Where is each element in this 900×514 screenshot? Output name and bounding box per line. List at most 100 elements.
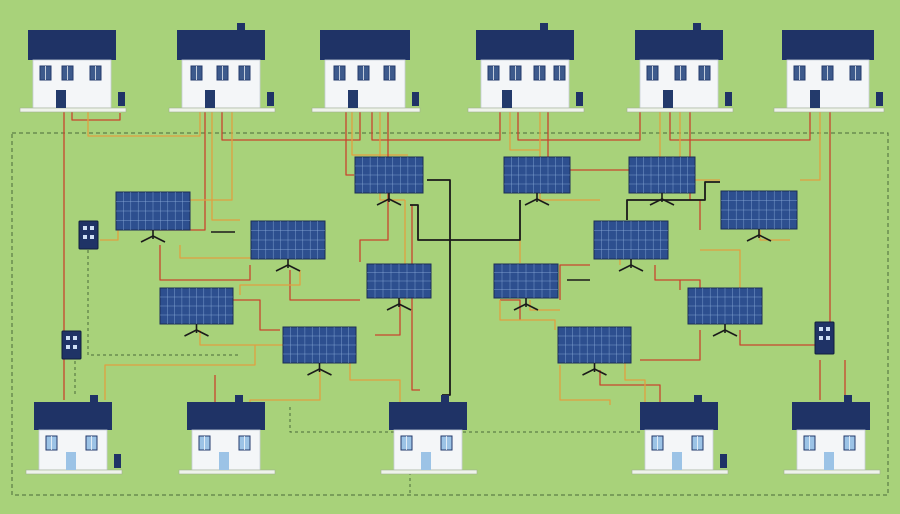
chimney (540, 23, 548, 32)
panel-stand-leg (594, 368, 607, 376)
panel-stand-leg (152, 235, 166, 243)
box-led (90, 226, 94, 230)
wire (375, 300, 401, 336)
solar-array-7 (593, 220, 669, 272)
chimney (235, 395, 243, 404)
wire (87, 250, 240, 356)
wire (759, 230, 790, 241)
roof (28, 30, 116, 60)
roof (187, 402, 265, 430)
roof (782, 30, 874, 60)
wire (517, 112, 641, 141)
wire (211, 112, 240, 221)
wire (559, 264, 590, 300)
house-meter (576, 92, 583, 106)
roof (640, 402, 718, 430)
ground-strip (783, 469, 881, 475)
ground-strip (19, 107, 127, 113)
roof (34, 402, 112, 430)
solar-array-12 (282, 326, 357, 376)
panel-stand-leg (661, 198, 675, 206)
roof (389, 402, 467, 430)
roof (476, 30, 574, 60)
chimney (693, 23, 701, 32)
wire (289, 407, 640, 433)
house-top-4 (467, 23, 585, 113)
panel-stand-leg (287, 264, 301, 272)
house-meter (720, 454, 727, 468)
panel-stand-leg (196, 329, 209, 337)
panel-stand-leg (398, 303, 412, 311)
box-body (61, 330, 82, 360)
house-meter (118, 92, 125, 106)
wire (71, 112, 121, 121)
door (219, 452, 229, 470)
roof (792, 402, 870, 430)
wire (199, 330, 290, 346)
box-body (78, 220, 99, 250)
chimney (441, 395, 449, 404)
wire (159, 245, 251, 281)
wire (509, 112, 540, 151)
house-top-6 (773, 30, 885, 113)
house-bottom-2 (178, 395, 276, 475)
wire (626, 181, 720, 220)
ground-strip (25, 469, 123, 475)
grid-boundary (11, 132, 889, 496)
panel-stand-leg (746, 234, 760, 242)
inverter-box-left-bottom (61, 330, 82, 360)
panel-stand-leg (388, 198, 402, 206)
wire (599, 370, 661, 405)
box-led (826, 336, 830, 340)
wire (800, 112, 821, 181)
roof (177, 30, 265, 60)
ground-strip (773, 107, 885, 113)
panel-stand-leg (319, 368, 332, 376)
door (348, 90, 358, 108)
house-top-2 (168, 23, 276, 113)
wire (529, 300, 560, 311)
roof (320, 30, 410, 60)
house-meter (725, 92, 732, 106)
house-top-3 (311, 30, 421, 113)
house-top-1 (19, 30, 127, 113)
panel-stand-leg (758, 234, 772, 242)
solar-array-5 (720, 190, 798, 242)
inverter-box-right (814, 321, 835, 355)
box-led (819, 336, 823, 340)
box-led (90, 235, 94, 239)
panel-stand-leg (140, 235, 154, 243)
wire (289, 270, 360, 301)
box-led (73, 336, 77, 340)
panel-stand-leg (618, 264, 632, 272)
door (810, 90, 820, 108)
solar-panels-layer (115, 156, 798, 376)
panel-stand-leg (307, 368, 320, 376)
box-led (66, 336, 70, 340)
door (205, 90, 215, 108)
box-led (73, 345, 77, 349)
solar-array-3 (628, 156, 696, 206)
solar-array-13 (557, 326, 632, 376)
solar-array-9 (493, 263, 559, 311)
chimney (844, 395, 852, 404)
door (824, 452, 834, 470)
solar-array-2 (503, 156, 571, 206)
box-led (826, 327, 830, 331)
solar-array-6 (250, 220, 326, 272)
box-body (814, 321, 835, 355)
wire (559, 365, 611, 405)
door (66, 452, 76, 470)
roof (635, 30, 723, 60)
ground-strip (311, 107, 421, 113)
wire (351, 112, 408, 156)
wire (349, 360, 401, 405)
wire (100, 230, 119, 241)
panel-stand-leg (386, 303, 400, 311)
door (56, 90, 66, 108)
door (421, 452, 431, 470)
panel-stand-leg (525, 303, 539, 311)
wire (624, 360, 646, 405)
ground-strip (626, 107, 734, 113)
